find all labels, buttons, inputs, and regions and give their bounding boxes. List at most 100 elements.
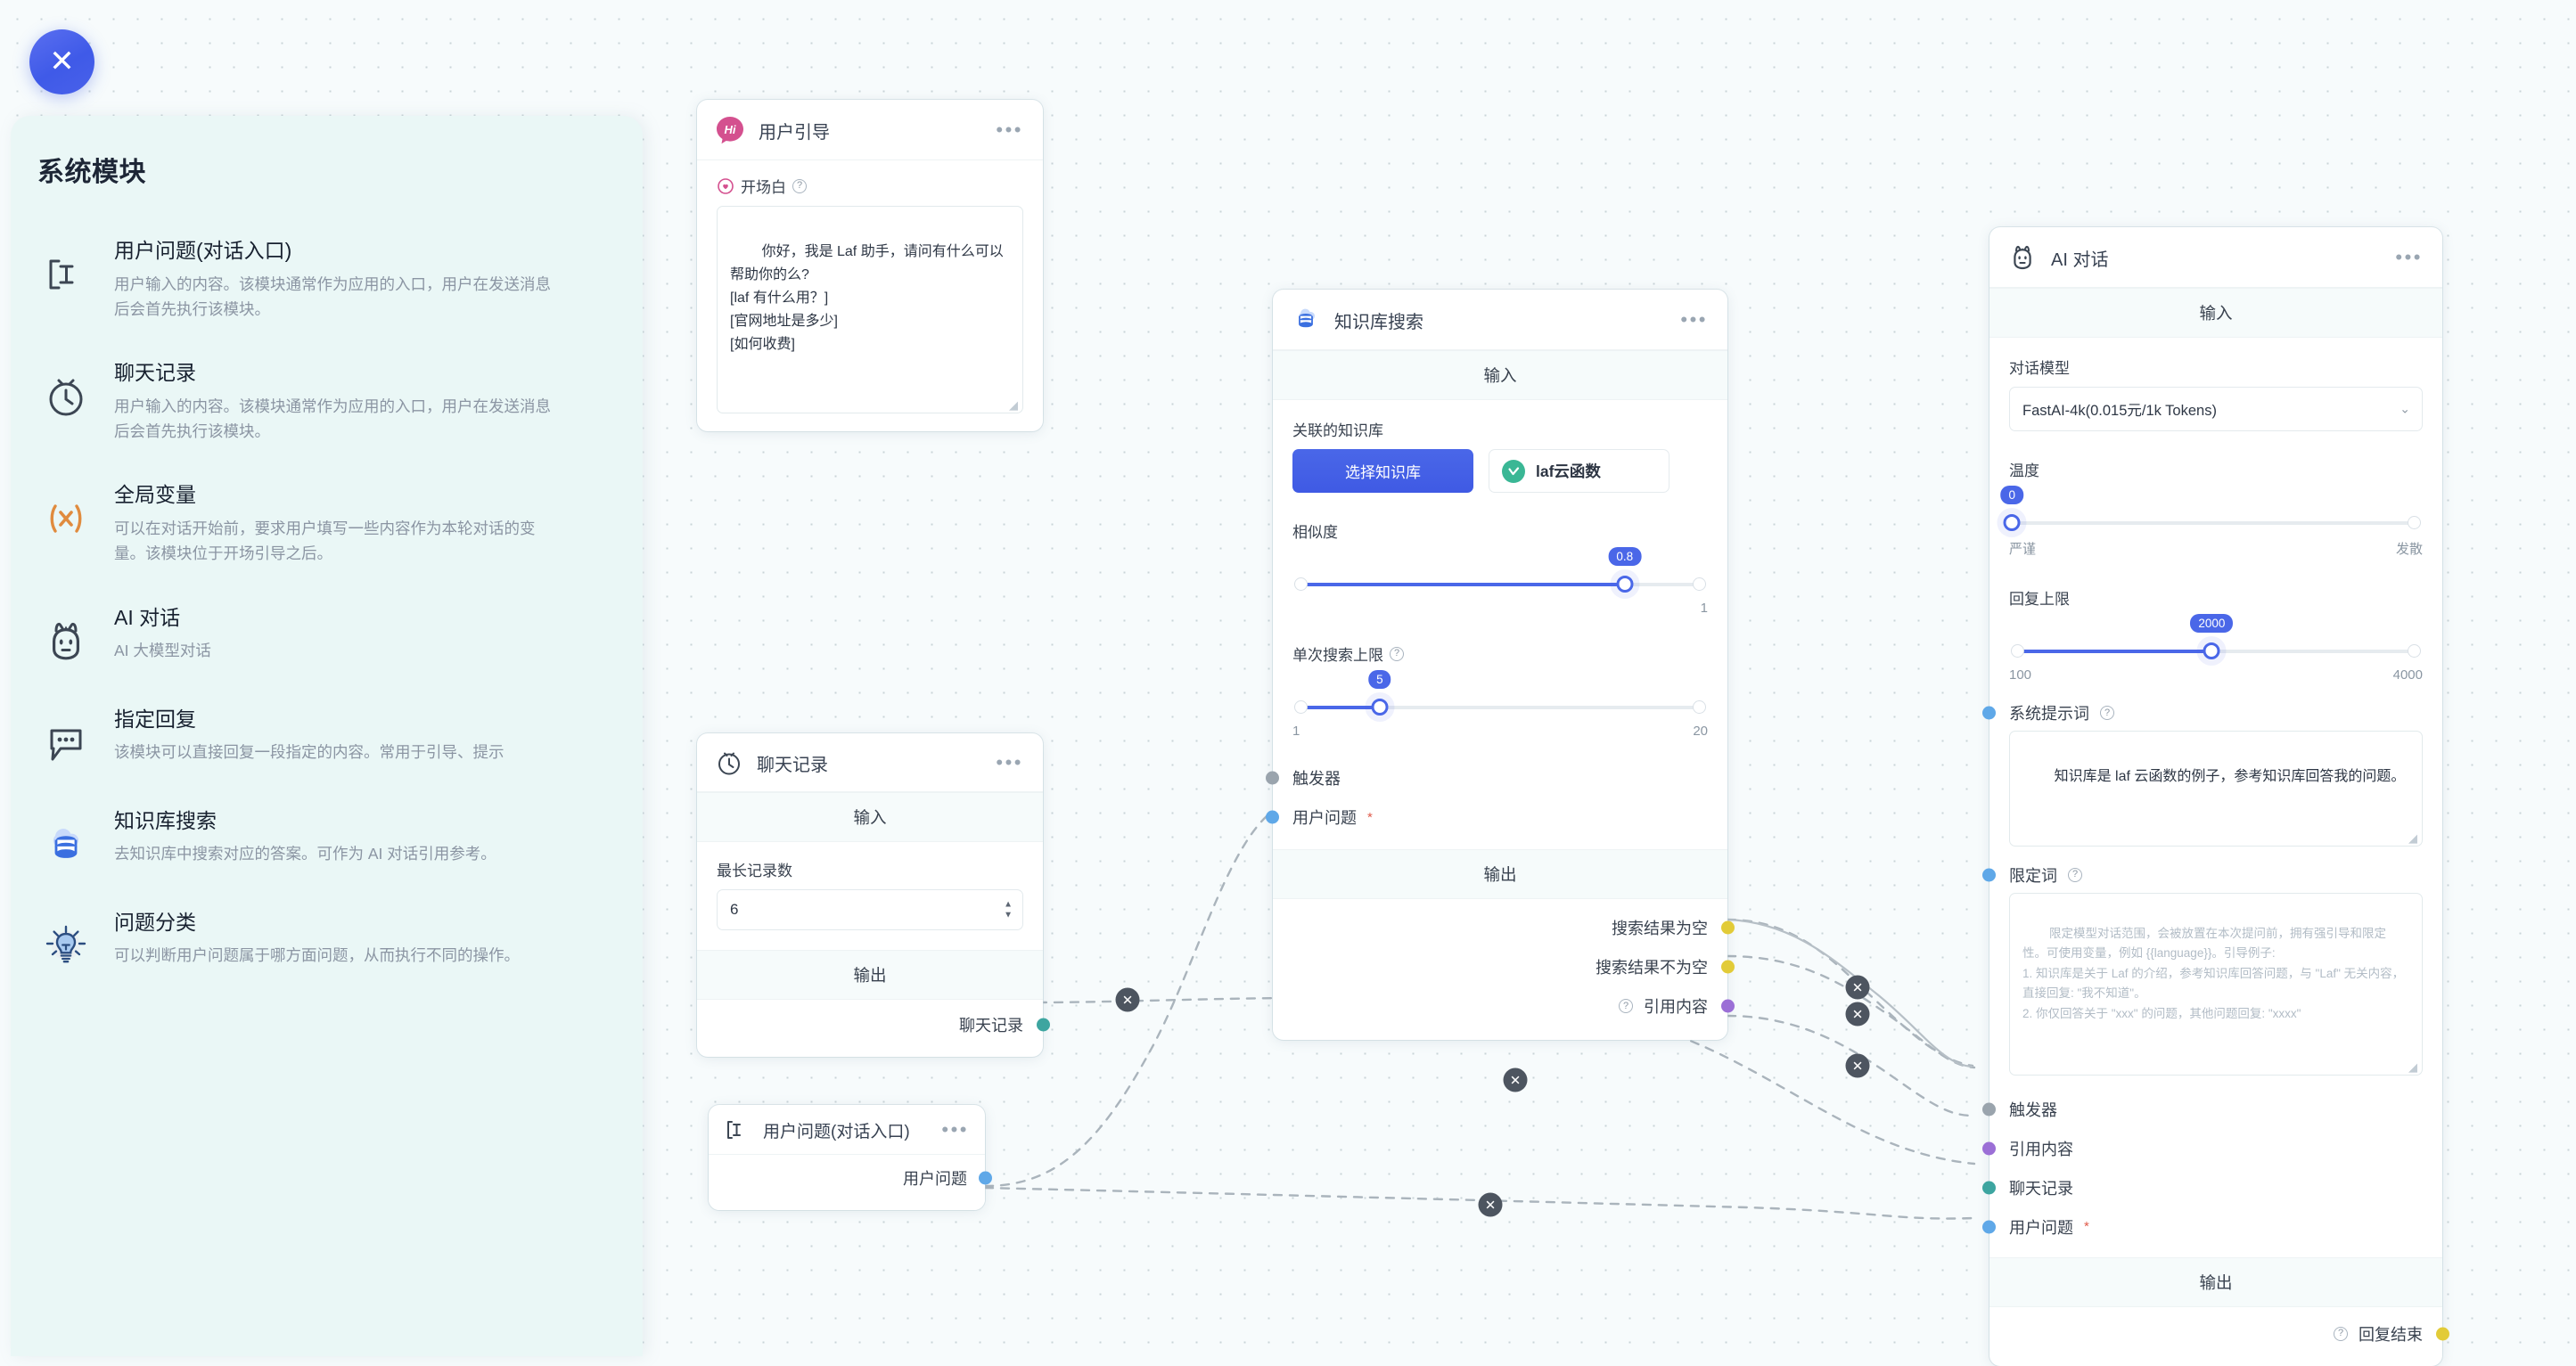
edge-delete-button[interactable]: ✕ [1846, 976, 1870, 1000]
node-title: 用户问题(对话入口) [763, 1118, 926, 1142]
input-port-system-prompt[interactable]: 系统提示词 ? [2009, 699, 2423, 727]
node-menu-icon[interactable]: ••• [1678, 310, 1710, 330]
node-header[interactable]: 用户问题(对话入口) ••• [709, 1105, 985, 1155]
chevron-down-icon[interactable]: ⌄ [2400, 402, 2410, 417]
required-mark: * [1367, 810, 1373, 825]
port-dot[interactable] [1982, 1141, 1996, 1155]
slider-track[interactable] [2016, 521, 2416, 525]
output-port-user-question[interactable]: 用户问题 [726, 1158, 967, 1198]
model-select[interactable]: FastAI-4k(0.015元/1k Tokens) ⌄ [2009, 387, 2423, 431]
sidebar-item-specified-reply[interactable]: 指定回复 该模块可以直接回复一段指定的内容。常用于引导、提示 [34, 688, 621, 789]
max-records-input[interactable]: 6 ▲ ▼ [717, 889, 1023, 930]
help-icon[interactable]: ? [792, 179, 807, 193]
port-dot[interactable] [1982, 868, 1996, 881]
edge-delete-button[interactable]: ✕ [1479, 1193, 1503, 1217]
port-dot[interactable] [979, 1172, 992, 1185]
help-icon[interactable]: ? [2334, 1327, 2348, 1341]
slider-thumb[interactable] [2203, 642, 2220, 659]
output-port-reply-end[interactable]: ? 回复结束 [2009, 1314, 2423, 1354]
slider-track[interactable] [1300, 583, 1701, 586]
select-kb-button[interactable]: 选择知识库 [1292, 449, 1473, 493]
slider-thumb[interactable] [1371, 699, 1388, 716]
kb-tag-laf[interactable]: laf云函数 [1489, 449, 1669, 493]
port-dot[interactable] [1266, 772, 1279, 785]
slider-track[interactable] [1300, 706, 1701, 709]
limit-word-textarea[interactable]: 限定模型对话范围，会被放置在本次提问前，拥有强引导和限定性。可使用变量，例如 {… [2009, 893, 2423, 1076]
help-icon[interactable]: ? [2100, 706, 2114, 720]
output-port-quote[interactable]: ? 引用内容 [1292, 986, 1708, 1026]
node-ai-chat[interactable]: AI 对话 ••• 输入 对话模型 FastAI-4k(0.015元/1k To… [1989, 227, 2442, 1366]
temperature-slider[interactable]: 0 [2009, 503, 2423, 544]
temperature-label: 温度 [2009, 458, 2423, 480]
stepper-arrows[interactable]: ▲ ▼ [1004, 901, 1013, 920]
sidebar-item-chat-history[interactable]: 聊天记录 用户输入的内容。该模块通常作为应用的入口，用户在发送消息后会首先执行该… [34, 341, 621, 463]
output-port-chat-history[interactable]: 聊天记录 [717, 1005, 1023, 1044]
node-header[interactable]: Hi 用户引导 ••• [697, 100, 1043, 160]
slider-thumb[interactable] [2004, 514, 2021, 531]
help-icon[interactable]: ? [1390, 647, 1404, 661]
search-limit-slider[interactable]: 5 [1292, 688, 1708, 729]
edge-delete-button[interactable]: ✕ [1846, 1002, 1870, 1027]
node-chat-history[interactable]: 聊天记录 ••• 输入 最长记录数 6 ▲ ▼ 输出 聊天记录 [697, 733, 1043, 1057]
edge-delete-button[interactable]: ✕ [1846, 1054, 1870, 1078]
resize-handle-icon[interactable]: ◢ [2408, 833, 2418, 843]
module-desc: 用户输入的内容。该模块通常作为应用的入口，用户在发送消息后会首先执行该模块。 [114, 272, 551, 323]
system-prompt-textarea[interactable]: 知识库是 laf 云函数的例子，参考知识库回答我的问题。 ◢ [2009, 731, 2423, 847]
input-port-chat-history[interactable]: 聊天记录 [2009, 1168, 2423, 1207]
node-user-question[interactable]: 用户问题(对话入口) ••• 用户问题 [709, 1105, 985, 1210]
sidebar-item-question-classify[interactable]: 问题分类 可以判断用户问题属于哪方面问题，从而执行不同的操作。 [34, 891, 621, 993]
node-title: 知识库搜索 [1334, 307, 1665, 333]
port-dot[interactable] [1266, 811, 1279, 824]
port-dot[interactable] [2436, 1327, 2449, 1340]
slider-value-badge: 5 [1368, 670, 1391, 689]
node-kb-search[interactable]: 知识库搜索 ••• 输入 关联的知识库 选择知识库 laf云函数 相似度 [1273, 290, 1727, 1040]
max-tokens-slider[interactable]: 2000 [2009, 632, 2423, 673]
input-section-header: 输入 [1273, 350, 1727, 400]
edge-delete-button[interactable]: ✕ [1504, 1068, 1528, 1092]
slider-end-dot [1693, 700, 1706, 714]
input-port-trigger[interactable]: 触发器 [2009, 1090, 2423, 1129]
port-dot[interactable] [1982, 1181, 1996, 1194]
similarity-slider[interactable]: 0.8 [1292, 565, 1708, 606]
help-icon[interactable]: ? [2068, 868, 2082, 882]
output-port-empty-result[interactable]: 搜索结果为空 [1292, 908, 1708, 947]
port-dot[interactable] [1982, 707, 1996, 720]
input-port-user-question[interactable]: 用户问题* [2009, 1207, 2423, 1247]
node-menu-icon[interactable]: ••• [994, 753, 1025, 773]
node-menu-icon[interactable]: ••• [2393, 248, 2424, 267]
text-input-icon [39, 248, 93, 301]
input-port-quote[interactable]: 引用内容 [2009, 1129, 2423, 1168]
port-dot[interactable] [1721, 1000, 1735, 1013]
node-header[interactable]: AI 对话 ••• [1989, 227, 2442, 288]
port-dot[interactable] [1721, 921, 1735, 935]
sidebar-item-kb-search[interactable]: 知识库搜索 去知识库中搜索对应的答案。可作为 AI 对话引用参考。 [34, 789, 621, 891]
close-panel-button[interactable]: ✕ [29, 29, 94, 94]
welcome-text-textarea[interactable]: 你好，我是 Laf 助手，请问有什么可以帮助你的么? [laf 有什么用？] [… [717, 206, 1023, 413]
required-mark: * [2084, 1219, 2089, 1234]
output-port-nonempty-result[interactable]: 搜索结果不为空 [1292, 947, 1708, 986]
sidebar-item-ai-chat[interactable]: AI 对话 AI 大模型对话 [34, 586, 621, 688]
input-port-user-question[interactable]: 用户问题* [1292, 798, 1708, 837]
node-header[interactable]: 聊天记录 ••• [697, 733, 1043, 792]
help-icon[interactable]: ? [1619, 999, 1633, 1013]
sidebar-item-global-variable[interactable]: 全局变量 可以在对话开始前，要求用户填写一些内容作为本轮对话的变量。该模块位于开… [34, 463, 621, 585]
resize-handle-icon[interactable]: ◢ [2408, 1062, 2418, 1072]
edge-delete-button[interactable]: ✕ [1116, 988, 1140, 1012]
slider-thumb[interactable] [1616, 576, 1633, 593]
port-dot[interactable] [1721, 961, 1735, 974]
chevron-up-icon[interactable]: ▲ [1004, 901, 1013, 909]
node-header[interactable]: 知识库搜索 ••• [1273, 290, 1727, 350]
port-dot[interactable] [1982, 1220, 1996, 1233]
node-menu-icon[interactable]: ••• [994, 120, 1025, 140]
sidebar-item-user-question[interactable]: 用户问题(对话入口) 用户输入的内容。该模块通常作为应用的入口，用户在发送消息后… [34, 219, 621, 341]
port-dot[interactable] [1982, 1102, 1996, 1116]
laf-logo-icon [1502, 460, 1525, 483]
node-user-guide[interactable]: Hi 用户引导 ••• 开场白 ? 你好，我是 Laf 助手，请问有什么可以帮助… [697, 100, 1043, 431]
chevron-down-icon[interactable]: ▼ [1004, 912, 1013, 920]
input-port-limit-word[interactable]: 限定词 ? [2009, 861, 2423, 889]
input-port-trigger[interactable]: 触发器 [1292, 758, 1708, 798]
node-menu-icon[interactable]: ••• [939, 1120, 971, 1140]
port-dot[interactable] [1037, 1018, 1050, 1032]
resize-handle-icon[interactable]: ◢ [1009, 400, 1019, 410]
